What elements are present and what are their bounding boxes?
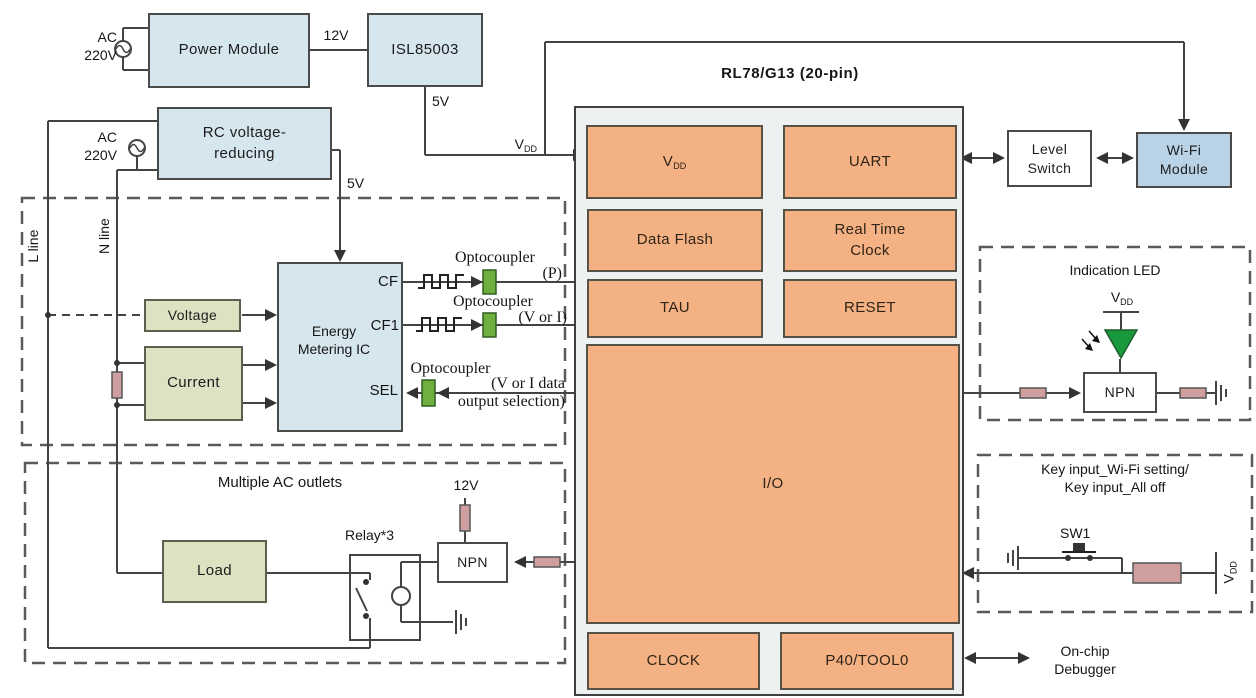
- pin-cf-label: CF: [378, 273, 398, 290]
- relay-label: Relay*3: [345, 527, 395, 543]
- 5v-rail-label: 5V: [432, 93, 450, 109]
- optocoupler-vi-label: Optocoupler: [453, 293, 533, 310]
- mcu-p40-tool0-block: P40/TOOL0: [780, 632, 954, 690]
- outlets-title: Multiple AC outlets: [217, 474, 343, 491]
- metering-section-outline: [20, 196, 567, 447]
- vdd-text: V: [514, 136, 524, 152]
- relay-npn-block: NPN: [437, 542, 508, 583]
- power-module-block: Power Module: [148, 13, 310, 88]
- optocoupler-p-label: Optocoupler: [455, 249, 535, 266]
- pin-sel-label: SEL: [369, 382, 398, 399]
- ac-source-2-label: AC 220V: [84, 129, 117, 164]
- led-ground-icon: [1215, 381, 1227, 405]
- relay-base-resistor-icon: [533, 556, 561, 568]
- mcu-title: RL78/G13 (20-pin): [721, 65, 859, 82]
- key-ground-icon: [1007, 546, 1019, 570]
- vdd-subscript: DD: [1120, 297, 1134, 307]
- relay-12v-resistor-icon: [459, 504, 471, 532]
- vdd-subscript: DD: [673, 160, 687, 171]
- current-sensor-block: Current: [144, 346, 243, 421]
- mcu-tau-block: TAU: [587, 279, 763, 338]
- vdd-rail-label: VDD: [495, 135, 537, 156]
- n-line-label: N line: [95, 218, 112, 254]
- vdd-text: V: [662, 152, 674, 170]
- led-base-resistor-icon: [1019, 387, 1047, 399]
- 12v-relay-label: 12V: [453, 477, 479, 493]
- vdd-text: V: [1220, 574, 1237, 584]
- pulse-waveform-icon: [416, 274, 464, 332]
- rc-voltage-reducing-block: RC voltage- reducing: [157, 107, 332, 180]
- optocoupler-sel-label: Optocoupler: [410, 360, 491, 377]
- l-line-label: L line: [24, 229, 41, 263]
- vdd-subscript: DD: [524, 144, 537, 154]
- mcu-clock-block: CLOCK: [587, 632, 760, 690]
- led-emitter-resistor-icon: [1179, 387, 1207, 399]
- indication-led-title: Indication LED: [1069, 262, 1161, 278]
- mcu-reset-block: RESET: [783, 279, 957, 338]
- key-vdd-label: VDD: [1220, 546, 1241, 598]
- energy-metering-ic-label: Energy Metering IC: [297, 323, 371, 358]
- pin-cf1-label: CF1: [370, 317, 399, 334]
- key-input-title: Key input_Wi-Fi setting/ Key input_All o…: [1041, 461, 1189, 496]
- mcu-vdd-block: VDD: [586, 125, 763, 199]
- resistor-icons: [111, 371, 1207, 584]
- optocoupler-sel-sublabel-2: output selection): [457, 393, 565, 410]
- optocoupler-p-icon: [482, 269, 497, 295]
- mcu-data-flash-block: Data Flash: [587, 209, 763, 272]
- junction-dots: [45, 312, 1093, 619]
- sw1-label: SW1: [1060, 525, 1091, 541]
- relay-ground-icon: [455, 610, 467, 634]
- mcu-rtc-block: Real Time Clock: [783, 209, 957, 272]
- 12v-rail-label: 12V: [323, 27, 349, 43]
- isl85003-block: ISL85003: [367, 13, 483, 87]
- optocoupler-icons: [421, 269, 497, 407]
- optocoupler-vi-icon: [482, 312, 497, 338]
- shunt-resistor-icon: [111, 371, 123, 399]
- led-symbol: [1081, 329, 1139, 360]
- vdd-text: V: [1110, 289, 1121, 305]
- relay-outline: [349, 554, 421, 641]
- key-pullup-resistor-icon: [1132, 562, 1182, 584]
- on-chip-debugger-label: On-chip Debugger: [1054, 643, 1116, 678]
- key-input-section-outline: [976, 453, 1254, 614]
- load-block: Load: [162, 540, 267, 603]
- optocoupler-p-sublabel: (P): [542, 265, 562, 282]
- voltage-sensor-block: Voltage: [144, 299, 241, 332]
- indication-led-section-outline: [978, 245, 1252, 422]
- vdd-subscript: DD: [1228, 561, 1239, 575]
- ground-icons: [455, 381, 1227, 634]
- energy-metering-ic-block: [277, 262, 403, 432]
- optocoupler-vi-sublabel: (V or I): [518, 309, 567, 326]
- mcu-uart-block: UART: [783, 125, 957, 199]
- wifi-module-block: Wi-Fi Module: [1136, 132, 1232, 188]
- led-npn-block: NPN: [1083, 372, 1157, 413]
- ac-source-1-label: AC 220V: [84, 29, 117, 64]
- 5v-rc-label: 5V: [347, 175, 365, 191]
- level-switch-block: Level Switch: [1007, 130, 1092, 187]
- ac-source-icons: [114, 40, 146, 157]
- led-vdd-label: VDD: [1092, 288, 1152, 309]
- led-triangle-icon: [1103, 329, 1139, 360]
- mcu-io-block: I/O: [586, 344, 960, 624]
- relay-symbol: [349, 554, 421, 641]
- sw1-pushbutton-icon: [1062, 543, 1096, 553]
- relay-coil-icon: [391, 586, 411, 606]
- optocoupler-sel-icon: [421, 379, 436, 407]
- optocoupler-sel-sublabel-1: (V or I data: [491, 375, 565, 392]
- relay-switch-blade: [355, 587, 368, 612]
